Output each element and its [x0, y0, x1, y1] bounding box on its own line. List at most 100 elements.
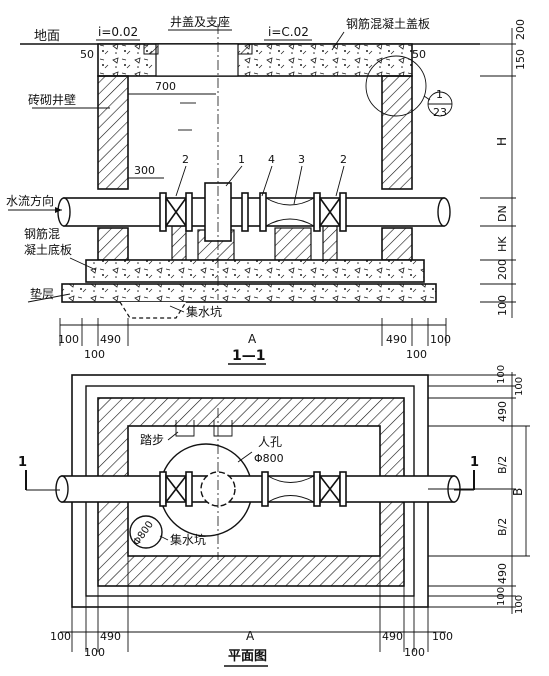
plan-flange-3 — [261, 471, 269, 507]
main-pipe — [63, 197, 445, 227]
right-wall-upper — [381, 75, 413, 190]
plan-pipe-end-left — [55, 475, 69, 503]
callout-4: 4 — [268, 153, 275, 166]
section-dim-100-r1: 100 — [430, 333, 451, 346]
section-dim-100-l2: 100 — [84, 348, 105, 361]
plan-rdim-B2-top: B/2 — [496, 456, 509, 474]
detail-circle — [365, 55, 427, 117]
plan-sump-leader — [159, 535, 169, 541]
callout-2a-leader — [175, 165, 187, 197]
plan-rdim-100c: 100 — [496, 587, 507, 606]
dim-50-right: 50 — [412, 48, 426, 61]
plan-rdim-100d: 100 — [514, 595, 525, 614]
support-4 — [322, 225, 338, 261]
steps-label: 踏步 — [140, 433, 164, 447]
cut-label-left: 1 — [18, 455, 27, 470]
callout-1: 1 — [238, 153, 245, 166]
plan-sump-label: 集水坑 — [170, 532, 206, 547]
plan-rdim-B: B — [511, 488, 525, 496]
dim-700: 700 — [155, 80, 176, 93]
sump-pit — [119, 301, 187, 319]
cushion-leader — [27, 293, 71, 303]
plan-dim-490-r: 490 — [382, 630, 403, 643]
rc-base-label-2: 凝土底板 — [24, 242, 72, 257]
plan-rdim-490-top: 490 — [496, 401, 509, 422]
rdim-200-bot: 200 — [496, 259, 509, 280]
cut-label-right: 1 — [470, 455, 479, 470]
plan-dim-490-l: 490 — [100, 630, 121, 643]
steps-leader — [167, 431, 179, 441]
plan-rdim-B2-bot: B/2 — [496, 518, 509, 536]
step-2 — [213, 420, 233, 437]
plan-rdim-490-bot: 490 — [496, 563, 509, 584]
right-wall-lower — [381, 227, 413, 261]
section-dim-A: A — [248, 332, 257, 346]
cover-seat-left — [143, 43, 159, 55]
rc-cover-slab-leader — [331, 31, 345, 51]
plan-rdim-100a: 100 — [496, 365, 507, 384]
slope-left-label: i=0.02 — [98, 25, 138, 39]
plan-expansion-joint — [267, 475, 315, 503]
slope-right-label: i=C.02 — [268, 25, 309, 39]
section-dim-100-r2: 100 — [406, 348, 427, 361]
rdim-H: H — [495, 137, 509, 146]
rdim-150: 150 — [514, 49, 527, 70]
rdim-DN: DN — [496, 205, 509, 222]
callout-3-leader — [293, 165, 303, 205]
manhole-opening — [155, 43, 239, 77]
detail-ref-leader — [423, 95, 431, 101]
flange-5 — [313, 192, 321, 232]
cushion-layer — [61, 283, 437, 303]
plan-flange-1 — [159, 471, 167, 507]
callout-2a: 2 — [182, 153, 189, 166]
pipe-end-right — [437, 197, 451, 227]
support-1 — [171, 225, 187, 261]
detail-sheet: 23 — [433, 106, 447, 119]
section-dim-490-r: 490 — [386, 333, 407, 346]
left-wall-lower — [97, 227, 129, 261]
plan-rdim-100b: 100 — [514, 377, 525, 396]
manhole-label: 人孔 — [258, 435, 282, 449]
plan-dim-100-r2: 100 — [404, 646, 425, 659]
sump-leader — [169, 305, 185, 313]
pipe-end-left — [57, 197, 71, 227]
flange-6 — [339, 192, 347, 232]
flange-4 — [259, 192, 267, 232]
expansion-joint — [265, 197, 315, 227]
rc-base-leader — [69, 257, 97, 271]
callout-3: 3 — [298, 153, 305, 166]
sump-label: 集水坑 — [186, 304, 222, 319]
detail-num: 1 — [436, 88, 443, 101]
brick-wall-label: 砖砌井壁 — [28, 92, 76, 107]
rc-base-label-1: 钢筋混 — [24, 226, 60, 241]
rdim-HK: HK — [496, 236, 509, 252]
rc-cover-slab-label: 钢筋混凝土盖板 — [346, 16, 430, 31]
flow-arrow-head — [55, 207, 62, 213]
section-title: 1—1 — [232, 348, 265, 364]
base-slab — [85, 259, 425, 283]
section-dim-490-l: 490 — [100, 333, 121, 346]
rdim-200-top: 200 — [514, 19, 527, 40]
plan-dim-A: A — [246, 629, 255, 643]
plan-flange-5 — [339, 471, 347, 507]
plan-title: 平面图 — [228, 649, 267, 664]
dim-50-left: 50 — [80, 48, 94, 61]
flange-3 — [241, 192, 249, 232]
cover-seat-label: 井盖及支座 — [170, 14, 230, 29]
plan-sump — [129, 515, 163, 549]
ground-label: 地面 — [34, 29, 60, 44]
left-wall-upper — [97, 75, 129, 190]
dim-300: 300 — [134, 164, 155, 177]
plan-flange-2 — [185, 471, 193, 507]
section-dim-100-l1: 100 — [58, 333, 79, 346]
plan-flange-4 — [313, 471, 321, 507]
section-view: 地面 i=0.02 井盖及支座 i=C.02 钢筋混凝土盖板 50 50 砖砌井… — [6, 14, 527, 365]
cushion-label: 垫层 — [30, 286, 54, 301]
rdim-100: 100 — [496, 295, 509, 316]
callout-1-leader — [225, 165, 243, 187]
plan-view: Φ800 1 1 踏步 人孔 Φ800 集水坑 100 100 490 B/2 … — [18, 365, 530, 667]
callout-4-leader — [261, 165, 273, 197]
flow-direction-label: 水流方向 — [6, 193, 54, 208]
plan-dim-100-l2: 100 — [84, 646, 105, 659]
